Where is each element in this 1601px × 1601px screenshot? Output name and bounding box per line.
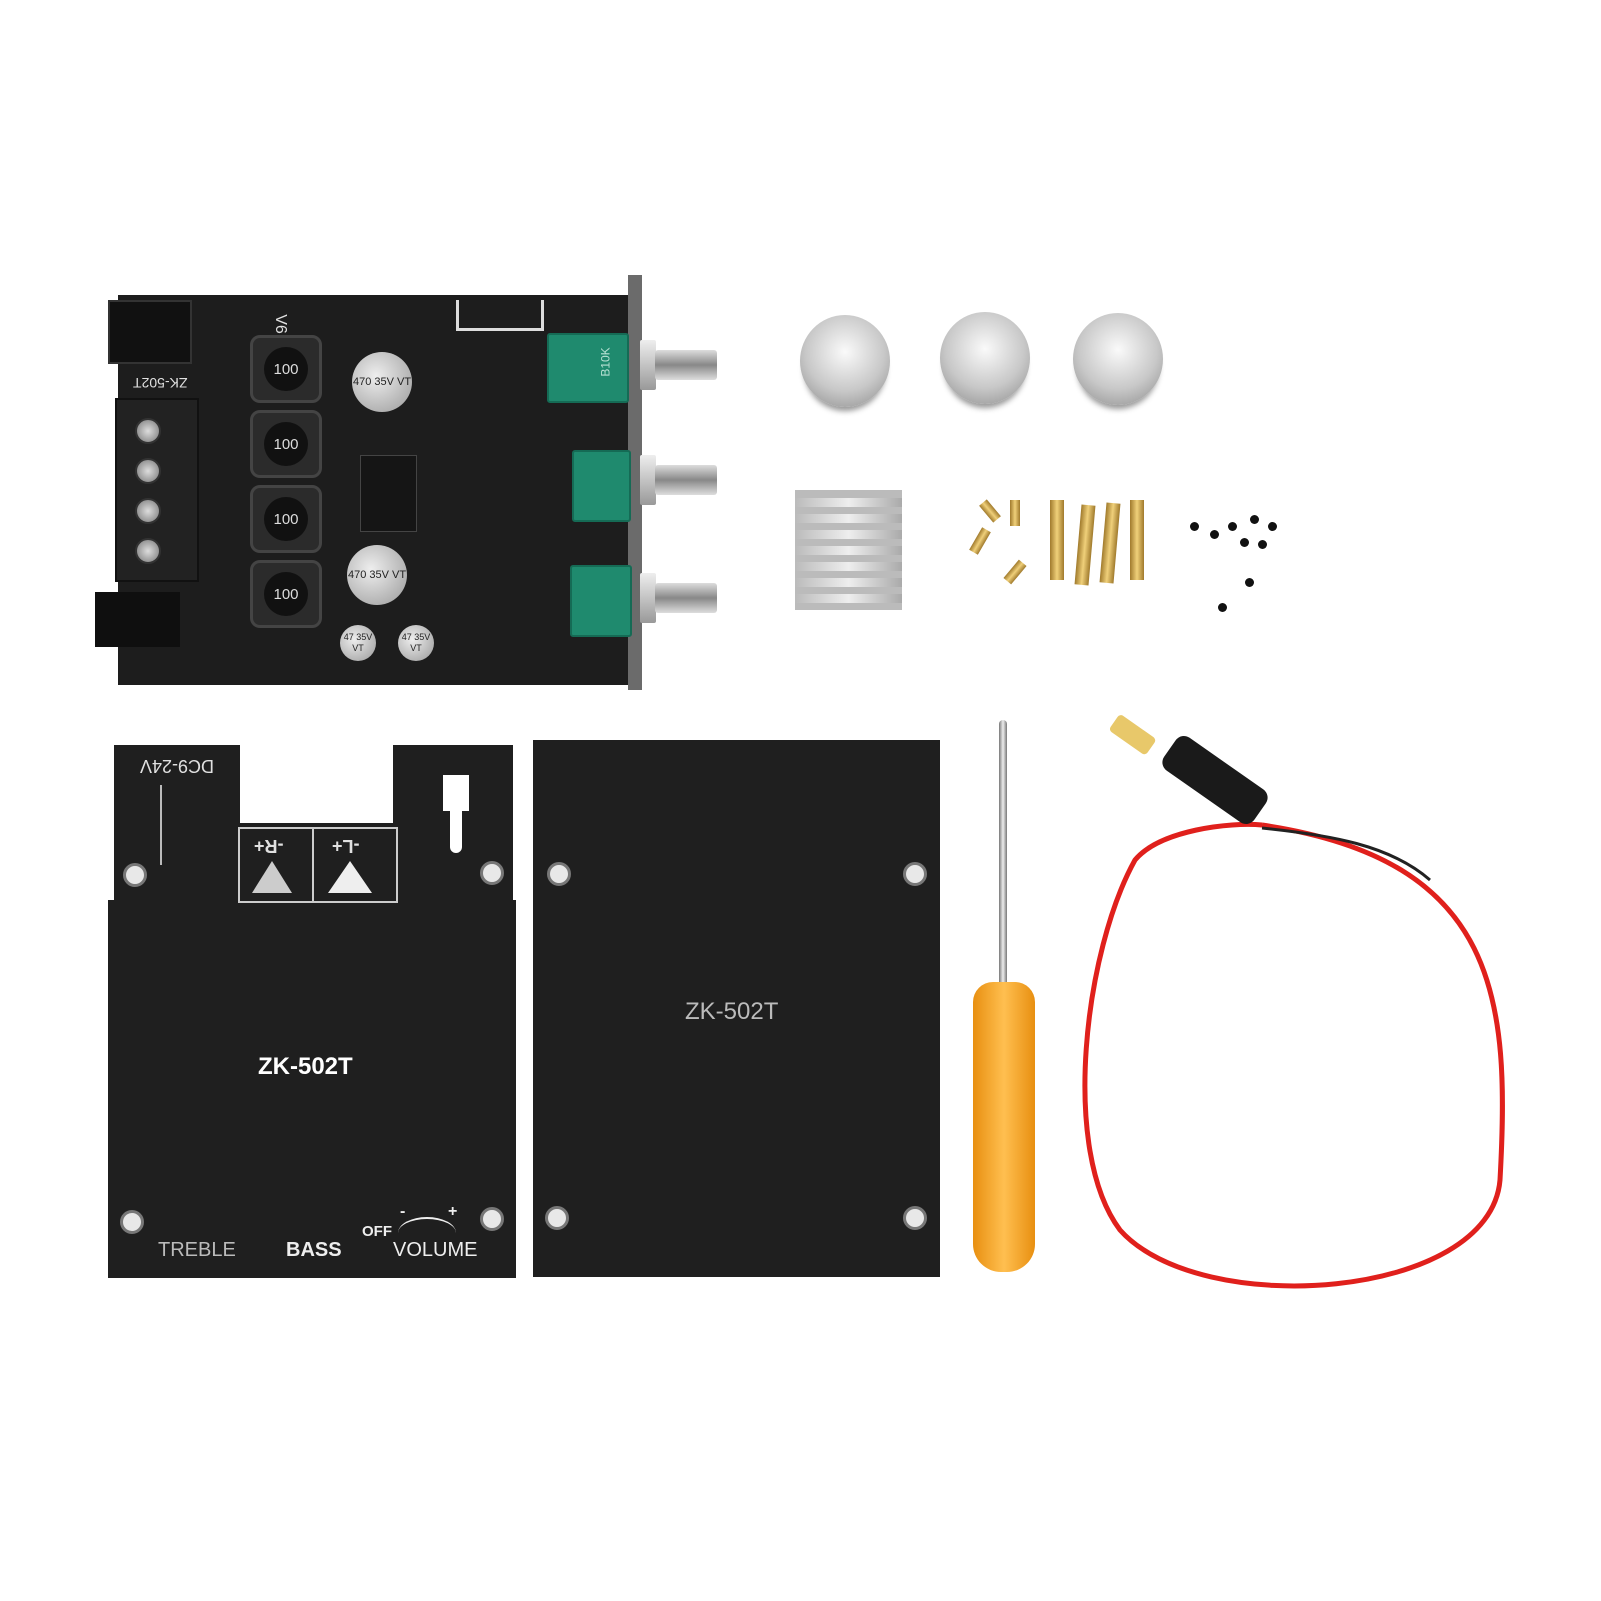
speaker-icon [328,861,372,893]
screw [1268,522,1277,531]
screwdriver-shaft [999,720,1007,990]
mounting-hole [547,862,571,886]
capacitor-small: 47 35V VT [340,625,376,661]
back-panel-model-label: ZK-502T [685,998,779,1025]
pot-shaft [655,583,717,613]
shaft-nut [640,573,656,623]
mounting-hole [123,863,147,887]
red-wire [1082,821,1505,1289]
volume-label: VOLUME [393,1239,478,1261]
inductor-label: 100 [264,422,308,466]
wifi-antenna-trace [456,300,544,331]
shaft-nut [640,340,656,390]
capacitor-large: 470 35V VT [352,352,412,412]
mounting-hole [480,861,504,885]
screw [1240,538,1249,547]
potentiometer-bass [572,450,631,522]
screw [1190,522,1199,531]
dc-polarity-icon [160,785,182,865]
potentiometer-volume: B10K [547,333,629,403]
black-wire [1261,826,1431,882]
inductor: 100 [250,560,322,628]
silver-knob [800,315,890,407]
back-panel: ZK-502T [533,740,940,1277]
treble-label: TREBLE [158,1239,236,1261]
silver-knob [1073,313,1163,405]
speaker-terminal-block [115,398,199,582]
screw [1245,578,1254,587]
screw [1250,515,1259,524]
front-panel: DC9-24V -R+ -L+ ZK-502T TREBLE BASS OFF … [108,745,516,1278]
dc-plug-tip [1109,715,1156,755]
screw [1210,530,1219,539]
inductor-label: 100 [264,572,308,616]
terminal-screw [135,498,161,524]
inductor: 100 [250,335,322,403]
inductor: 100 [250,410,322,478]
aux-plug-icon [443,775,469,859]
silver-knob [940,312,1030,404]
brass-standoff-long [1130,500,1144,580]
inductor-label: 100 [264,497,308,541]
screw [1258,540,1267,549]
mounting-hole [903,862,927,886]
minus-label: - [400,1203,406,1220]
dc-power-jack [95,592,180,647]
pot-shaft [655,465,717,495]
pot-shaft [655,350,717,380]
terminal-screw [135,458,161,484]
mounting-hole [545,1206,569,1230]
audio-jack [108,300,192,364]
speaker-icon [252,861,292,893]
off-label: OFF [362,1223,392,1240]
mounting-hole [120,1210,144,1234]
capacitor-small: 47 35V VT [398,625,434,661]
volume-arc-icon [398,1217,456,1249]
potentiometer-treble [570,565,632,637]
amplifier-chip [360,455,417,532]
panel-model-label: ZK-502T [258,1053,353,1080]
terminal-screw [135,538,161,564]
inductor: 100 [250,485,322,553]
shaft-nut [640,455,656,505]
inductor-label: 100 [264,347,308,391]
plus-label: + [448,1203,458,1220]
capacitor-large: 470 35V VT [347,545,407,605]
screw [1228,522,1237,531]
mounting-hole [480,1207,504,1231]
screwdriver-handle [973,982,1035,1272]
speaker-r-box: -R+ [238,827,314,903]
dc-plug-body [1162,735,1268,825]
screw [1218,603,1227,612]
speaker-l-box: -L+ [312,827,398,903]
mounting-hole [903,1206,927,1230]
bass-label: BASS [286,1239,342,1261]
brass-standoff-long [1050,500,1064,580]
terminal-screw [135,418,161,444]
brass-standoff-short [1010,500,1020,526]
heatsink [795,490,902,610]
